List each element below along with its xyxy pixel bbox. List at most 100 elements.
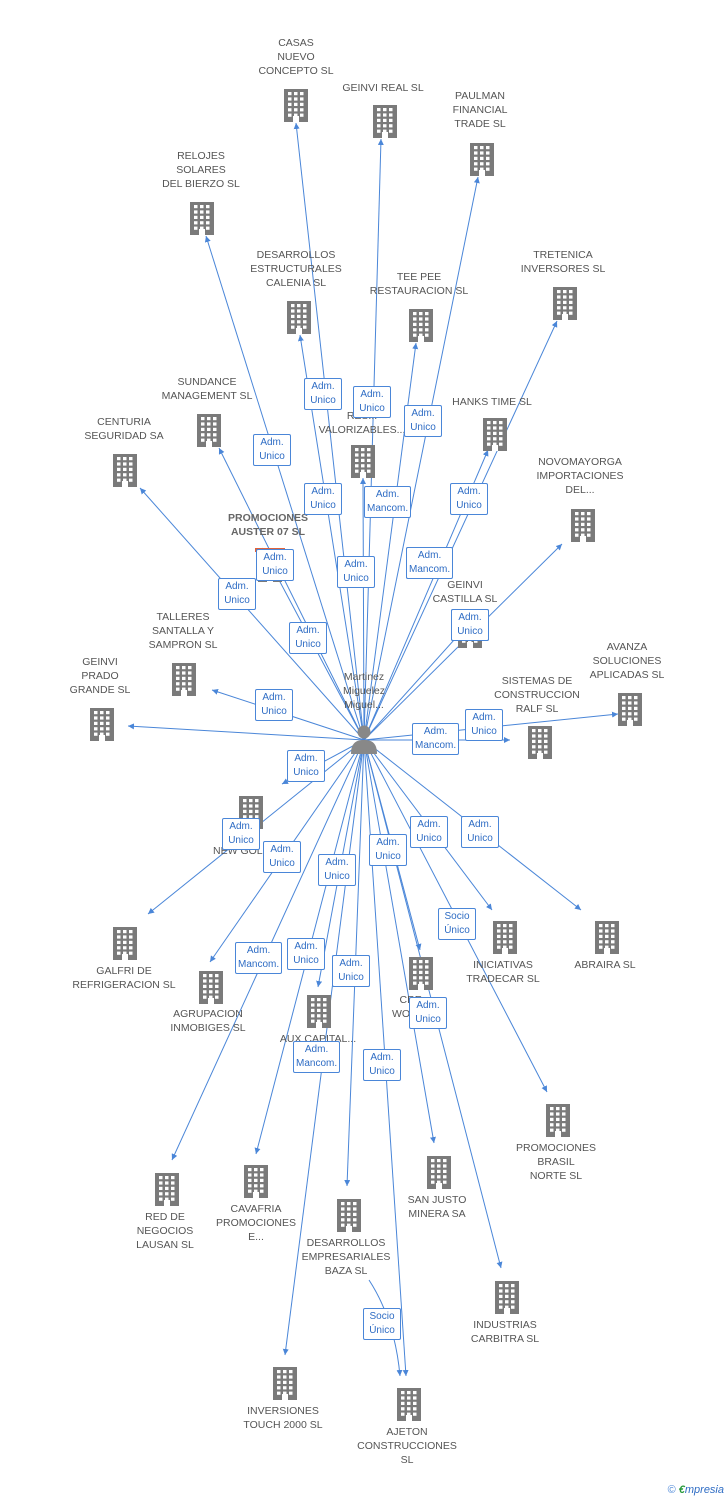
- company-label: INVERSIONES TOUCH 2000 SL: [243, 1405, 323, 1431]
- company-iniciativas[interactable]: INICIATIVAS TRADECAR SL: [448, 921, 558, 986]
- company-label: GEINVI CASTILLA SL: [432, 579, 498, 605]
- relation-badge[interactable]: Adm.Unico: [369, 834, 407, 866]
- company-label: RED DE NEGOCIOS LAUSAN SL: [136, 1211, 194, 1251]
- relation-badge[interactable]: Adm.Unico: [451, 609, 489, 641]
- company-sistemas[interactable]: SISTEMAS DE CONSTRUCCION RALF SL: [482, 674, 592, 759]
- relation-badge[interactable]: Adm.Unico: [218, 578, 256, 610]
- relation-type: Unico: [415, 1014, 441, 1025]
- relation-badge[interactable]: Adm.Unico: [255, 689, 293, 721]
- relation-badge[interactable]: Adm.Mancom.: [235, 942, 283, 974]
- relation-role: Adm.: [376, 837, 400, 848]
- relation-badge[interactable]: Adm. Unico: [461, 816, 499, 848]
- company-label: NOVOMAYORGA IMPORTACIONES DEL...: [536, 456, 624, 496]
- company-industrias[interactable]: INDUSTRIAS CARBITRA SL: [450, 1281, 560, 1346]
- relation-role: Adm.: [468, 819, 492, 830]
- relation-badge[interactable]: Adm.Unico: [304, 483, 342, 515]
- relation-role: Adm.: [294, 753, 318, 764]
- relation-role: Socio: [369, 1311, 395, 1322]
- company-label: AGRUPACION INMOBIGES SL: [170, 1008, 246, 1034]
- person-icon[interactable]: [348, 723, 380, 755]
- company-tretenica[interactable]: TRETENICA INVERSORES SL: [508, 248, 618, 320]
- company-label: DESARROLLOS ESTRUCTURALES CALENIA SL: [250, 249, 342, 289]
- building-icon: [546, 1104, 570, 1137]
- company-label: GEINVI REAL SL: [342, 82, 424, 94]
- relation-badge[interactable]: Adm.Unico: [450, 483, 488, 515]
- relation-edge: [363, 176, 480, 741]
- company-promociones-brasil[interactable]: PROMOCIONES BRASIL NORTE SL: [501, 1104, 611, 1183]
- company-talleres[interactable]: TALLERES SANTALLA Y SAMPRON SL: [128, 610, 238, 696]
- brand-credit[interactable]: ©€mpresia: [668, 1484, 724, 1496]
- relation-badge[interactable]: Adm.Unico: [253, 434, 291, 466]
- relation-type: Mancom.: [367, 503, 409, 514]
- company-label: GALFRI DE REFRIGERACION SL: [72, 965, 176, 991]
- relation-type: Unico: [338, 972, 364, 983]
- relation-type: Unico: [269, 858, 295, 869]
- company-sundance[interactable]: SUNDANCE MANAGEMENT SL: [152, 375, 262, 447]
- building-icon: [190, 202, 214, 235]
- relation-badge[interactable]: Adm.Unico: [410, 816, 448, 848]
- company-casas[interactable]: CASAS NUEVO CONCEPTO SL: [241, 36, 351, 122]
- relation-badge[interactable]: Adm.Unico: [409, 997, 447, 1029]
- company-hanks[interactable]: HANKS TIME SL: [437, 395, 547, 451]
- brand-name: mpresia: [684, 1484, 724, 1496]
- relation-badge[interactable]: Adm.Unico: [353, 386, 391, 418]
- relation-badge[interactable]: Adm.Unico: [287, 938, 325, 970]
- relation-role: Adm.: [344, 559, 368, 570]
- company-avanza[interactable]: AVANZA SOLUCIONES APLICADAS SL: [572, 640, 682, 726]
- relation-type: Único: [369, 1325, 395, 1336]
- relation-badge[interactable]: Adm.Unico: [256, 549, 294, 581]
- building-icon: [244, 1165, 268, 1198]
- relation-type: Unico: [262, 566, 288, 577]
- relation-badge[interactable]: Adm.Unico: [404, 405, 442, 437]
- relation-badge[interactable]: Adm.Mancom.: [412, 723, 460, 755]
- company-agrupacion[interactable]: AGRUPACION INMOBIGES SL: [153, 971, 263, 1035]
- company-inversiones[interactable]: INVERSIONES TOUCH 2000 SL: [228, 1367, 338, 1432]
- relation-badge[interactable]: Adm.Unico: [222, 818, 260, 850]
- relation-badge[interactable]: Adm.Unico: [289, 622, 327, 654]
- relation-badge[interactable]: Adm.Mancom.: [293, 1041, 341, 1073]
- relation-badge[interactable]: Adm.Unico: [332, 955, 370, 987]
- company-galfri[interactable]: GALFRI DE REFRIGERACION SL: [69, 927, 179, 992]
- relation-badge[interactable]: Adm.Mancom.: [364, 486, 412, 518]
- building-icon: [113, 927, 137, 960]
- building-icon: [172, 663, 196, 696]
- relation-type: Unico: [467, 833, 493, 844]
- company-centuria[interactable]: CENTURIA SEGURIDAD SA: [69, 415, 179, 487]
- company-tee-pee[interactable]: TEE PEE RESTAURACION SL: [364, 270, 474, 342]
- relation-badge[interactable]: Adm.Unico: [337, 556, 375, 588]
- relation-badge[interactable]: Adm.Unico: [304, 378, 342, 410]
- relation-badge[interactable]: Adm.Unico: [363, 1049, 401, 1081]
- company-geinvi-castilla[interactable]: GEINVI CASTILLA SL: [410, 578, 520, 648]
- relation-badge[interactable]: Adm.Unico: [465, 709, 503, 741]
- company-geinvi-prado[interactable]: GEINVI PRADO GRANDE SL: [45, 655, 155, 741]
- company-relojes[interactable]: RELOJES SOLARES DEL BIERZO SL: [146, 149, 256, 235]
- relation-edge: [363, 739, 436, 1144]
- relation-role: Adm.: [262, 692, 286, 703]
- company-label: INDUSTRIAS CARBITRA SL: [470, 1319, 540, 1345]
- company-desarrollos-estr[interactable]: DESARROLLOS ESTRUCTURALES CALENIA SL: [241, 248, 351, 334]
- company-label: SISTEMAS DE CONSTRUCCION RALF SL: [494, 675, 580, 715]
- company-abraira[interactable]: ABRAIRA SL: [550, 921, 660, 972]
- company-desarrollos-emp[interactable]: DESARROLLOS EMPRESARIALES BAZA SL: [291, 1199, 401, 1278]
- company-geinvi-real[interactable]: GEINVI REAL SL: [328, 81, 438, 138]
- company-red-negocios[interactable]: RED DE NEGOCIOS LAUSAN SL: [110, 1173, 220, 1252]
- company-san-justo[interactable]: SAN JUSTO MINERA SA: [382, 1156, 492, 1221]
- center-person-name[interactable]: Martinez Miguelez Miguel...: [342, 671, 386, 711]
- company-paulman[interactable]: PAULMAN FINANCIAL TRADE SL: [425, 89, 535, 176]
- building-icon: [197, 414, 221, 447]
- company-novomayorga[interactable]: NOVOMAYORGA IMPORTACIONES DEL...: [525, 455, 635, 542]
- relation-role: Adm.: [294, 941, 318, 952]
- company-promociones-auster[interactable]: PROMOCIONES AUSTER 07 SL: [213, 511, 323, 582]
- relation-badge[interactable]: Adm.Unico: [263, 841, 301, 873]
- company-ajeton[interactable]: AJETON CONSTRUCCIONES SL: [352, 1388, 462, 1467]
- relation-role: Adm.: [423, 726, 448, 737]
- relation-type: Unico: [359, 403, 385, 414]
- relation-badge[interactable]: Adm.Unico: [287, 750, 325, 782]
- relation-badge[interactable]: Adm.Mancom.: [406, 547, 454, 579]
- company-aux-capital[interactable]: AUX CAPITAL...: [263, 995, 373, 1046]
- relation-badge[interactable]: Adm.Unico: [318, 854, 356, 886]
- company-cavafria[interactable]: CAVAFRIA PROMOCIONES E...: [201, 1165, 311, 1244]
- building-icon: [409, 309, 433, 342]
